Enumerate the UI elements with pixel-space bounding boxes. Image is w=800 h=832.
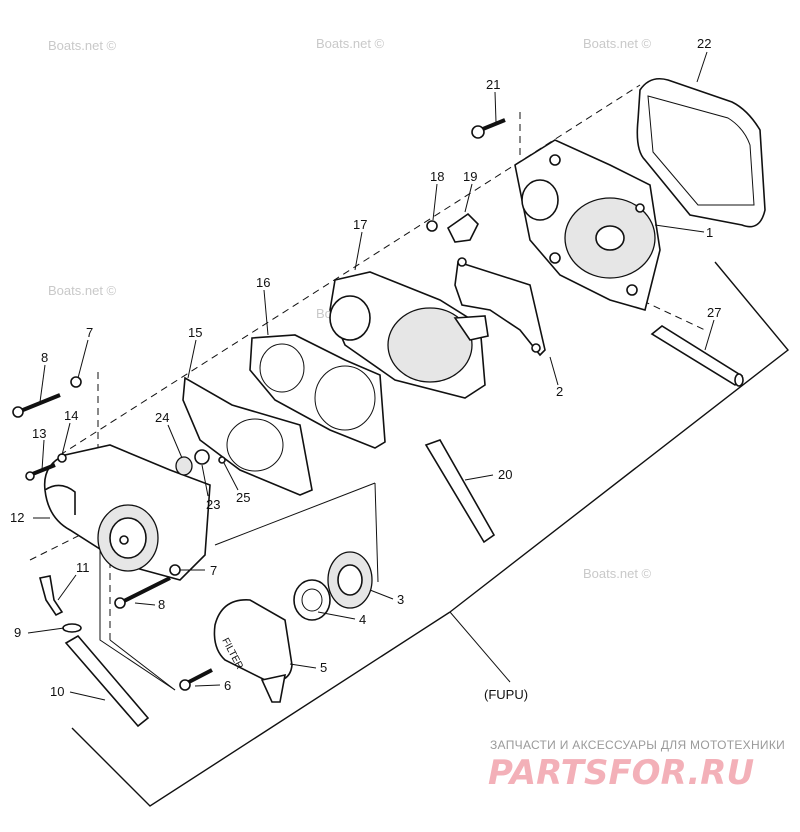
callout-25: 25 bbox=[236, 490, 250, 505]
callout-16: 16 bbox=[256, 275, 270, 290]
gasket-15 bbox=[182, 376, 313, 496]
watermark: Boats.net © bbox=[48, 283, 117, 298]
callout-5: 5 bbox=[320, 660, 327, 675]
pump-body-1 bbox=[514, 139, 661, 311]
callout-19: 19 bbox=[463, 169, 477, 184]
watermark-group: Boats.net © Boats.net © Boats.net © Boat… bbox=[48, 36, 652, 581]
callout-7-top: 7 bbox=[86, 325, 93, 340]
footer-branding: ЗАПЧАСТИ И АКСЕССУАРЫ ДЛЯ МОТОТЕХНИКИ PA… bbox=[488, 738, 785, 793]
callout-8-bottom: 8 bbox=[158, 597, 165, 612]
callout-15: 15 bbox=[188, 325, 202, 340]
callout-14: 14 bbox=[64, 408, 78, 423]
callout-21: 21 bbox=[486, 77, 500, 92]
callout-9: 9 bbox=[14, 625, 21, 640]
callout-6: 6 bbox=[224, 678, 231, 693]
callout-7-bottom: 7 bbox=[210, 563, 217, 578]
footer-slogan: ЗАПЧАСТИ И АКСЕССУАРЫ ДЛЯ МОТОТЕХНИКИ bbox=[490, 738, 785, 752]
callout-2: 2 bbox=[556, 384, 563, 399]
callout-11: 11 bbox=[76, 560, 90, 575]
callout-13: 13 bbox=[32, 426, 46, 441]
filter-group-box bbox=[99, 482, 379, 691]
callout-22: 22 bbox=[697, 36, 711, 51]
cover-17 bbox=[329, 271, 489, 399]
callout-3: 3 bbox=[397, 592, 404, 607]
watermark: Boats.net © bbox=[583, 566, 652, 581]
filter-parts: FILTER bbox=[179, 551, 373, 703]
watermark: Boats.net © bbox=[316, 36, 385, 51]
gasket-16 bbox=[249, 334, 386, 449]
watermark: Boats.net © bbox=[583, 36, 652, 51]
brand-logo: PARTSFOR.RU bbox=[488, 753, 754, 793]
callout-18: 18 bbox=[430, 169, 444, 184]
watermark: Boats.net © bbox=[48, 38, 117, 53]
callout-27: 27 bbox=[707, 305, 721, 320]
gasket-22 bbox=[636, 77, 766, 228]
housing-12 bbox=[43, 444, 211, 581]
callout-1: 1 bbox=[706, 225, 713, 240]
callout-20: 20 bbox=[498, 467, 512, 482]
callout-4: 4 bbox=[359, 612, 366, 627]
hoses bbox=[64, 325, 744, 728]
callout-10: 10 bbox=[50, 684, 64, 699]
leader-lines bbox=[27, 51, 715, 701]
fasteners bbox=[12, 118, 506, 633]
callout-23: 23 bbox=[206, 497, 220, 512]
callout-labels: 22 21 18 19 1 17 16 15 2 27 20 7 8 14 13… bbox=[10, 36, 721, 702]
callout-17: 17 bbox=[353, 217, 367, 232]
callout-8-top: 8 bbox=[41, 350, 48, 365]
callout-12: 12 bbox=[10, 510, 24, 525]
callout-24: 24 bbox=[155, 410, 169, 425]
gasket-2 bbox=[454, 260, 546, 357]
group-label: (FUPU) bbox=[484, 687, 528, 702]
assembly-outline bbox=[71, 261, 790, 807]
